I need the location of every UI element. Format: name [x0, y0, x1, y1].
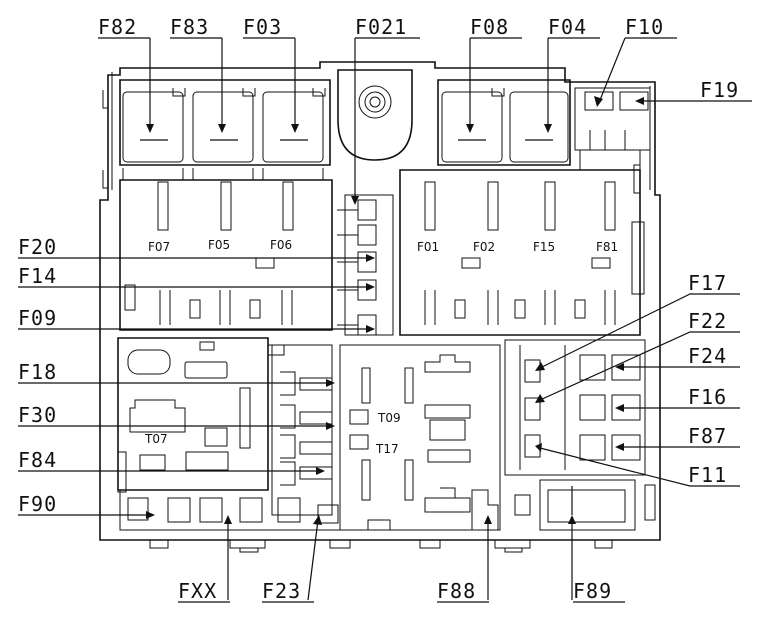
center-bolt-boss: [337, 69, 413, 161]
callout-f16: F16: [688, 385, 727, 409]
relay-socket-f83: [192, 91, 254, 163]
label-f15: F15: [533, 240, 555, 254]
callout-f18: F18: [18, 360, 57, 384]
callout-labels: F82 F83 F03 F021 F08 F04 F10 F19 F20 F14…: [18, 15, 752, 603]
callout-f08: F08: [470, 15, 509, 39]
label-t07: T07: [144, 432, 168, 446]
callout-f11: F11: [688, 463, 727, 487]
label-f07: F07: [148, 240, 170, 254]
fuse-box-housing: [99, 61, 661, 553]
relay-bank-top-left: [119, 79, 331, 180]
callout-f90: F90: [18, 492, 57, 516]
label-f05: F05: [208, 238, 230, 252]
callout-f20: F20: [18, 235, 57, 259]
lower-left-section: [117, 337, 269, 493]
label-f01: F01: [417, 240, 439, 254]
label-f02: F02: [473, 240, 495, 254]
callout-f23: F23: [262, 579, 301, 603]
callout-f10: F10: [625, 15, 664, 39]
fuse-block-right: [399, 169, 645, 336]
callout-f22: F22: [688, 309, 727, 333]
callout-f14: F14: [18, 264, 57, 288]
relay-socket-f82: [122, 91, 184, 163]
label-t17: T17: [375, 442, 399, 456]
relay-bank-top-right: [437, 79, 571, 166]
callout-f021: F021: [355, 15, 407, 39]
callout-f89: F89: [573, 579, 612, 603]
inner-labels: F07 F05 F06 F01 F02 F15 F81 T07 T09 T17: [144, 238, 618, 456]
callout-f03: F03: [243, 15, 282, 39]
callout-f87: F87: [688, 424, 727, 448]
callout-f30: F30: [18, 403, 57, 427]
fuse-strip-center: [337, 194, 394, 336]
callout-f09: F09: [18, 306, 57, 330]
center-relay-section: [339, 344, 501, 531]
fuse-f88-holder: [471, 489, 499, 531]
callout-fxx: FXX: [178, 579, 217, 603]
relay-socket-f08: [441, 91, 503, 163]
callout-f04: F04: [548, 15, 587, 39]
relay-socket-f03: [262, 91, 324, 163]
callout-f88: F88: [437, 579, 476, 603]
label-t09: T09: [377, 411, 401, 425]
callout-f82: F82: [98, 15, 137, 39]
callout-f83: F83: [170, 15, 209, 39]
callout-f17: F17: [688, 271, 727, 295]
label-f81: F81: [596, 240, 618, 254]
callout-f24: F24: [688, 344, 727, 368]
callout-f84: F84: [18, 448, 57, 472]
callout-leaders: [18, 37, 740, 601]
relay-socket-f04: [509, 91, 569, 163]
mini-fuse-block-f10-f19: [574, 87, 651, 194]
callout-f19: F19: [700, 78, 739, 102]
large-relay-f89: [514, 479, 656, 531]
vertical-fuse-column: [267, 344, 333, 516]
fuse-block-left: [119, 179, 333, 331]
label-f06: F06: [270, 238, 292, 252]
